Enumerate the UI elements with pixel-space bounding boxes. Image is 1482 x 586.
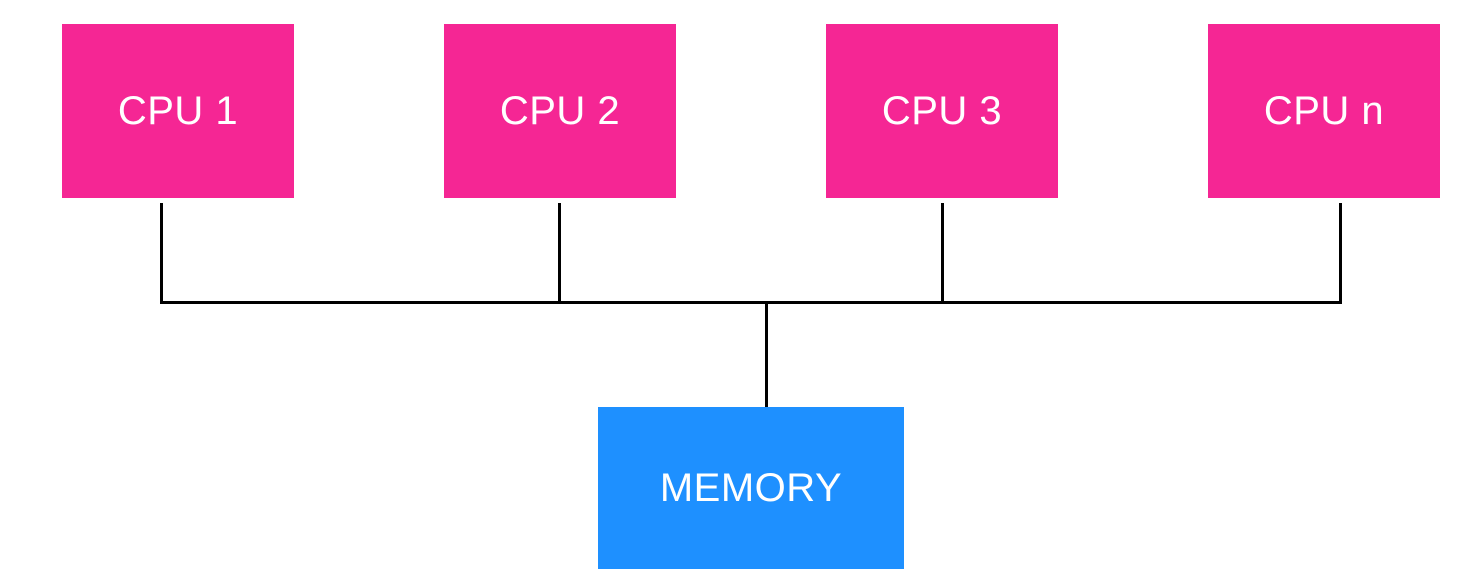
cpu-n-drop-line xyxy=(1339,203,1342,303)
cpu-3-label: CPU 3 xyxy=(881,88,1003,133)
memory-link-line xyxy=(765,301,768,407)
cpu-2-label: CPU 2 xyxy=(499,88,621,133)
cpu-n-box: CPU n xyxy=(1208,24,1440,198)
cpu-1-box: CPU 1 xyxy=(62,24,294,198)
memory-label: MEMORY xyxy=(659,465,843,510)
cpu-1-label: CPU 1 xyxy=(117,88,239,133)
memory-box: MEMORY xyxy=(598,407,904,569)
cpu-1-drop-line xyxy=(160,203,163,303)
cpu-3-box: CPU 3 xyxy=(826,24,1058,198)
cpu-n-label: CPU n xyxy=(1263,88,1385,133)
shared-bus-line xyxy=(160,301,1342,304)
cpu-2-drop-line xyxy=(558,203,561,303)
cpu-3-drop-line xyxy=(941,203,944,303)
cpu-2-box: CPU 2 xyxy=(444,24,676,198)
